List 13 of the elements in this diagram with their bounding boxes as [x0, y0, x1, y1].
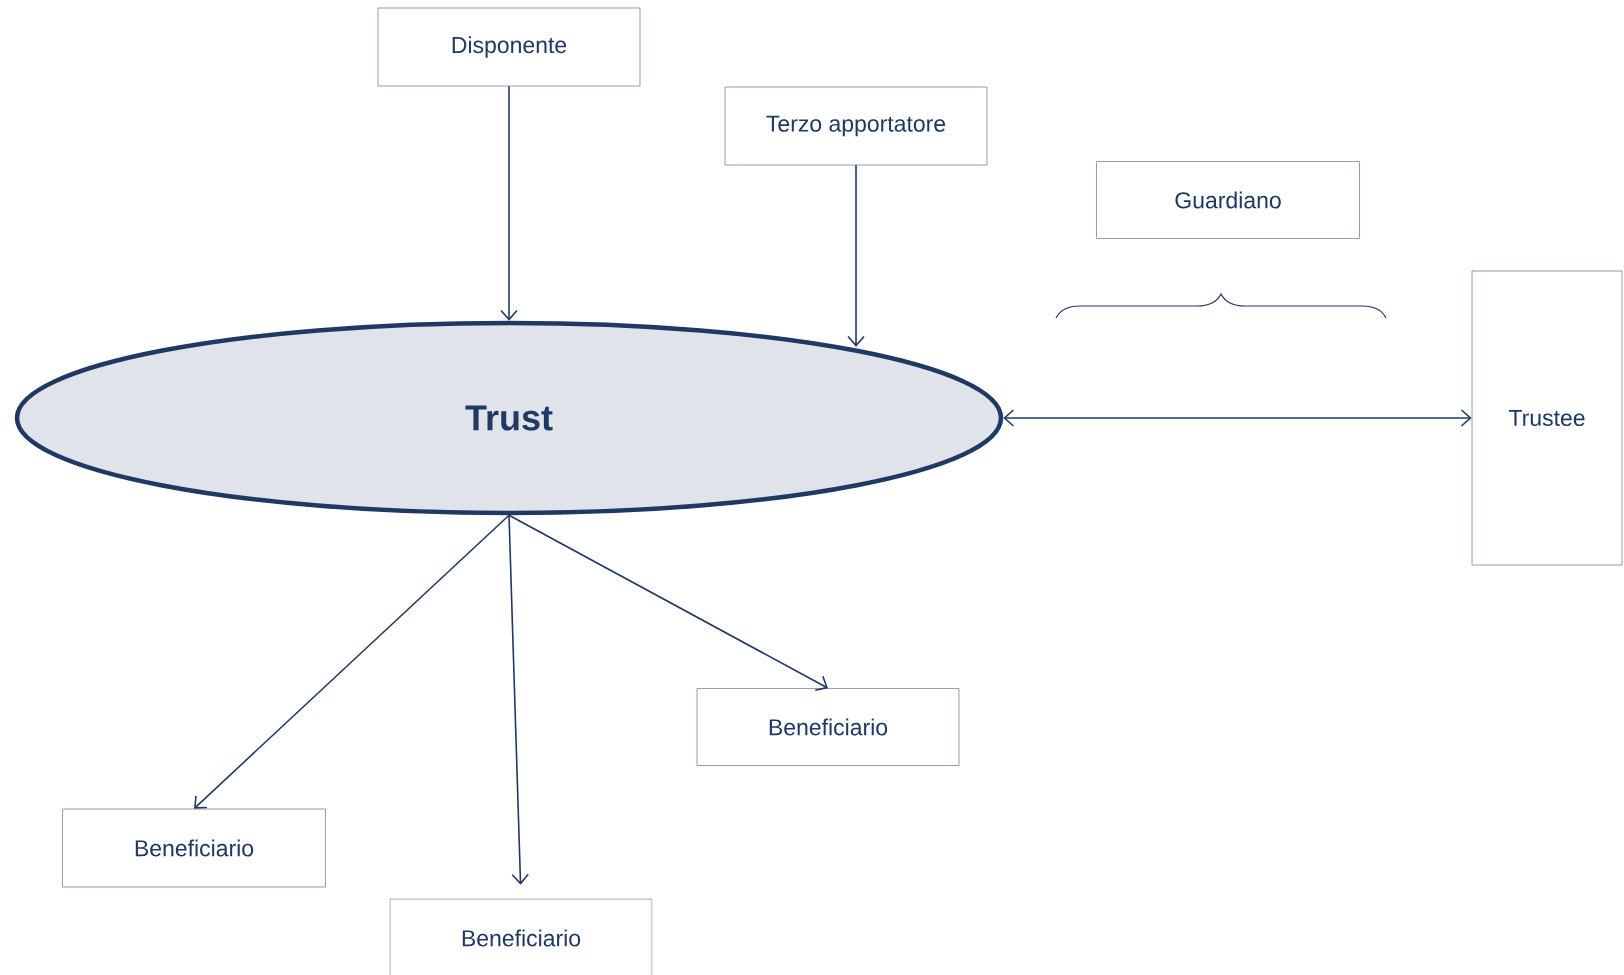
arrow	[1003, 409, 1472, 427]
arrow	[847, 164, 865, 347]
label-box: Beneficiario	[62, 808, 326, 888]
arrow	[508, 514, 828, 692]
label-box: Trustee	[1471, 270, 1623, 566]
label-box: Disponente	[377, 7, 641, 87]
label-box: Beneficiario	[696, 688, 960, 766]
arrow	[500, 85, 518, 321]
arrow	[508, 514, 530, 885]
label-box: Beneficiario	[389, 898, 653, 975]
arrow	[194, 514, 510, 809]
label-box: Guardiano	[1096, 161, 1360, 239]
label-box: Terzo apportatore	[724, 86, 988, 166]
